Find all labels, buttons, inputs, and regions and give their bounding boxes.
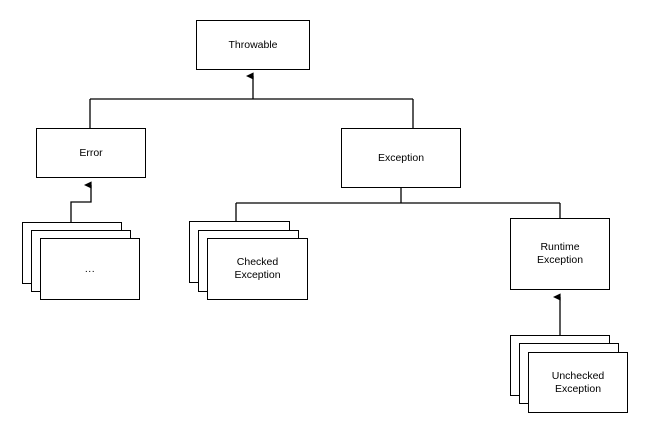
node-exception-label: Exception: [377, 151, 425, 164]
node-runtime-exception-label: Runtime Exception: [536, 241, 584, 266]
node-checked-exception[interactable]: Checked Exception: [207, 238, 308, 300]
node-error-subclasses-label: ...: [84, 262, 96, 275]
node-error-label: Error: [79, 146, 103, 159]
node-unchecked-exception-label: Unchecked Exception: [551, 369, 605, 395]
node-unchecked-exception[interactable]: Unchecked Exception: [528, 352, 628, 413]
node-exception[interactable]: Exception: [341, 128, 461, 188]
node-throwable-label: Throwable: [228, 38, 278, 51]
node-runtime-exception[interactable]: Runtime Exception: [510, 218, 610, 290]
node-throwable[interactable]: Throwable: [196, 20, 310, 70]
node-checked-exception-label: Checked Exception: [234, 256, 281, 281]
edge-error-subclasses-to-error: [70, 181, 92, 222]
edge-throwable-bus: [89, 72, 414, 128]
node-error[interactable]: Error: [36, 128, 146, 178]
edge-exception-bus: [235, 188, 561, 221]
node-error-subclasses[interactable]: ...: [40, 238, 140, 300]
